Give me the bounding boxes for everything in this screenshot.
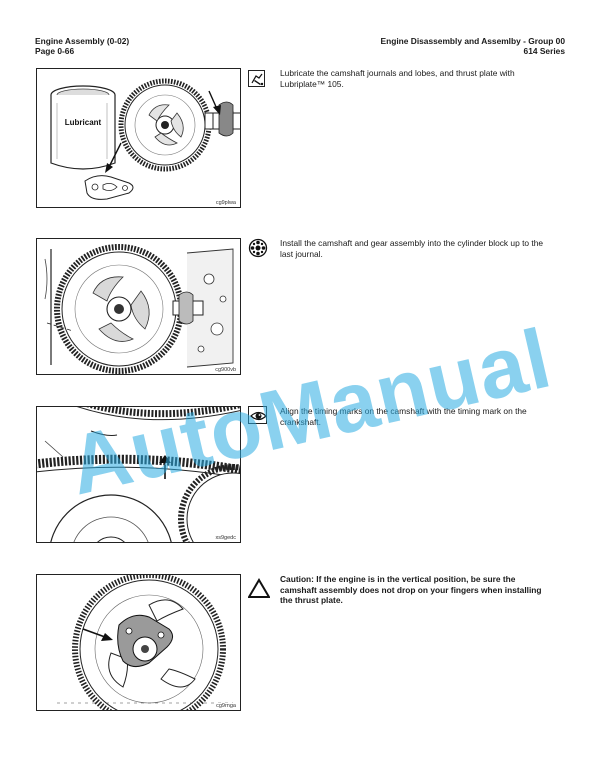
series-label: 614 Series <box>523 45 565 56</box>
step-3-instruction: Align the timing marks on the camshaft w… <box>280 406 527 427</box>
section-title: Engine Assembly (0-02) <box>35 36 130 46</box>
figure-lubricate-camshaft: Lubricant cg9plwa <box>36 68 241 208</box>
page-header-left: Engine Assembly (0-02) Page 0-66 <box>35 36 130 56</box>
figure-code: cg9rnga <box>215 703 237 709</box>
lubricate-icon <box>248 70 265 87</box>
caution-triangle-icon <box>248 578 270 598</box>
assembly-icon <box>248 238 268 258</box>
figure-timing-marks: xs9gedc <box>36 406 241 543</box>
step-4-caution: Caution: If the engine is in the vertica… <box>280 574 542 605</box>
figure-install-camshaft: cg900vb <box>36 238 241 375</box>
figure-code: cg900vb <box>214 367 237 373</box>
eye-inspect-icon <box>248 406 267 424</box>
page-header-right: Engine Disassembly and Assemlby - Group … <box>380 36 565 56</box>
step-2-instruction: Install the camshaft and gear assembly i… <box>280 238 544 259</box>
figure-code: xs9gedc <box>214 535 237 541</box>
step-1-instruction: Lubricate the camshaft journals and lobe… <box>280 68 515 89</box>
figure-code: cg9plwa <box>214 200 237 206</box>
figure-thrust-plate: cg9rnga <box>36 574 241 711</box>
can-label: Lubricant <box>65 118 102 127</box>
group-title: Engine Disassembly and Assemlby - Group … <box>380 36 565 46</box>
page-number: Page 0-66 <box>35 45 75 56</box>
